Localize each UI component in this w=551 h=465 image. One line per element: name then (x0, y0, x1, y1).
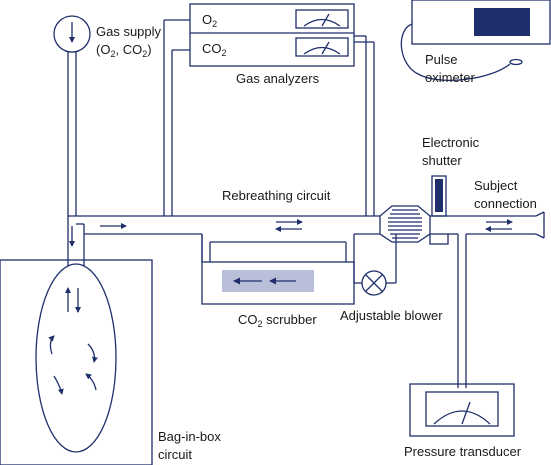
adjustable-blower-icon (353, 234, 397, 296)
gas-supply-formula: (O2, CO2) (96, 42, 152, 59)
electronic-shutter-label-line2: shutter (422, 153, 462, 168)
electronic-shutter-icon (429, 175, 449, 245)
co2-scrubber-label: CO2 scrubber (238, 312, 317, 329)
pulse-oximeter-label-line1: Pulse (425, 52, 458, 67)
bag-neck (67, 260, 85, 266)
bag-swirl-arrow-4 (85, 373, 97, 391)
rebreathing-circuit-label: Rebreathing circuit (222, 188, 331, 203)
adjustable-blower-label: Adjustable blower (340, 308, 443, 323)
finger-probe-icon (509, 58, 523, 66)
breathing-bag (35, 263, 117, 453)
filter-chamber (379, 205, 431, 243)
o2-analyzer-label: O2 (202, 12, 217, 29)
co2-scrubber-canister (222, 270, 314, 292)
pulse-oximeter-label-line2: oximeter (425, 70, 476, 85)
co2-analyzer-label: CO2 (202, 41, 227, 58)
bag-in-box-label-line2: circuit (158, 447, 192, 462)
gas-supply-tube (67, 52, 77, 216)
subject-connection-tubing (446, 211, 545, 239)
o2-analyzer-meter-icon (295, 9, 349, 29)
bag-in-box-label-line1: Bag-in-box (158, 429, 221, 444)
electronic-shutter-label-line1: Electronic (422, 135, 480, 150)
co2-scrubber-box (201, 234, 355, 305)
bag-swirl-arrow-1 (48, 335, 55, 355)
bag-swirl-arrow-3 (53, 375, 64, 395)
bag-in-box-enclosure (0, 259, 153, 465)
subject-connection-label-line1: Subject (474, 178, 518, 193)
gas-supply-dial (53, 15, 91, 53)
gas-supply-label: Gas supply (96, 24, 162, 39)
co2-analyzer-meter-icon (295, 37, 349, 57)
pulse-oximeter-box (411, 0, 551, 45)
pressure-line (457, 234, 467, 388)
subject-connection-label-line2: connection (474, 196, 537, 211)
gas-analyzers-box (189, 3, 355, 67)
pulse-oximeter-cable (400, 23, 511, 81)
gas-analyzers-label: Gas analyzers (236, 71, 320, 86)
bag-swirl-arrow-2 (87, 343, 98, 363)
pressure-transducer-box (409, 383, 515, 437)
pressure-transducer-label: Pressure transducer (404, 444, 522, 459)
analyzer-sample-lines (163, 19, 375, 216)
